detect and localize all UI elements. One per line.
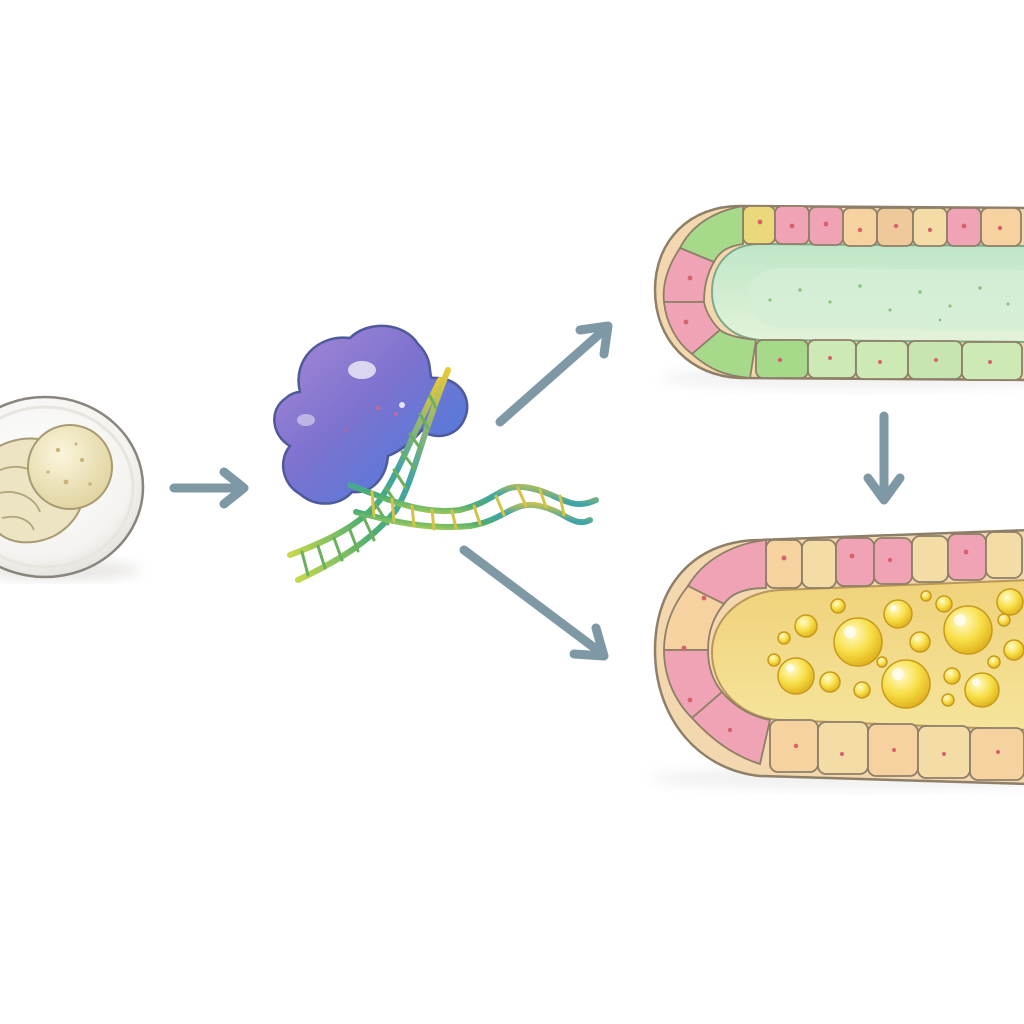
arrow-protein-to-healthy-gut — [495, 321, 613, 427]
arrow-healthy-to-fatty-gut — [863, 411, 905, 505]
lipid-filled-intestine-segment-icon — [650, 528, 1024, 790]
arrow-embryo-to-protein — [169, 467, 249, 509]
protein-binding-dna-icon — [273, 324, 599, 583]
dna-double-helix — [287, 367, 599, 583]
healthy-intestine-segment-icon — [653, 204, 1024, 390]
arrow-protein-to-fatty-gut — [459, 545, 609, 661]
embryo-in-egg-icon — [0, 395, 145, 580]
epithelial-cells-top — [662, 204, 1023, 381]
